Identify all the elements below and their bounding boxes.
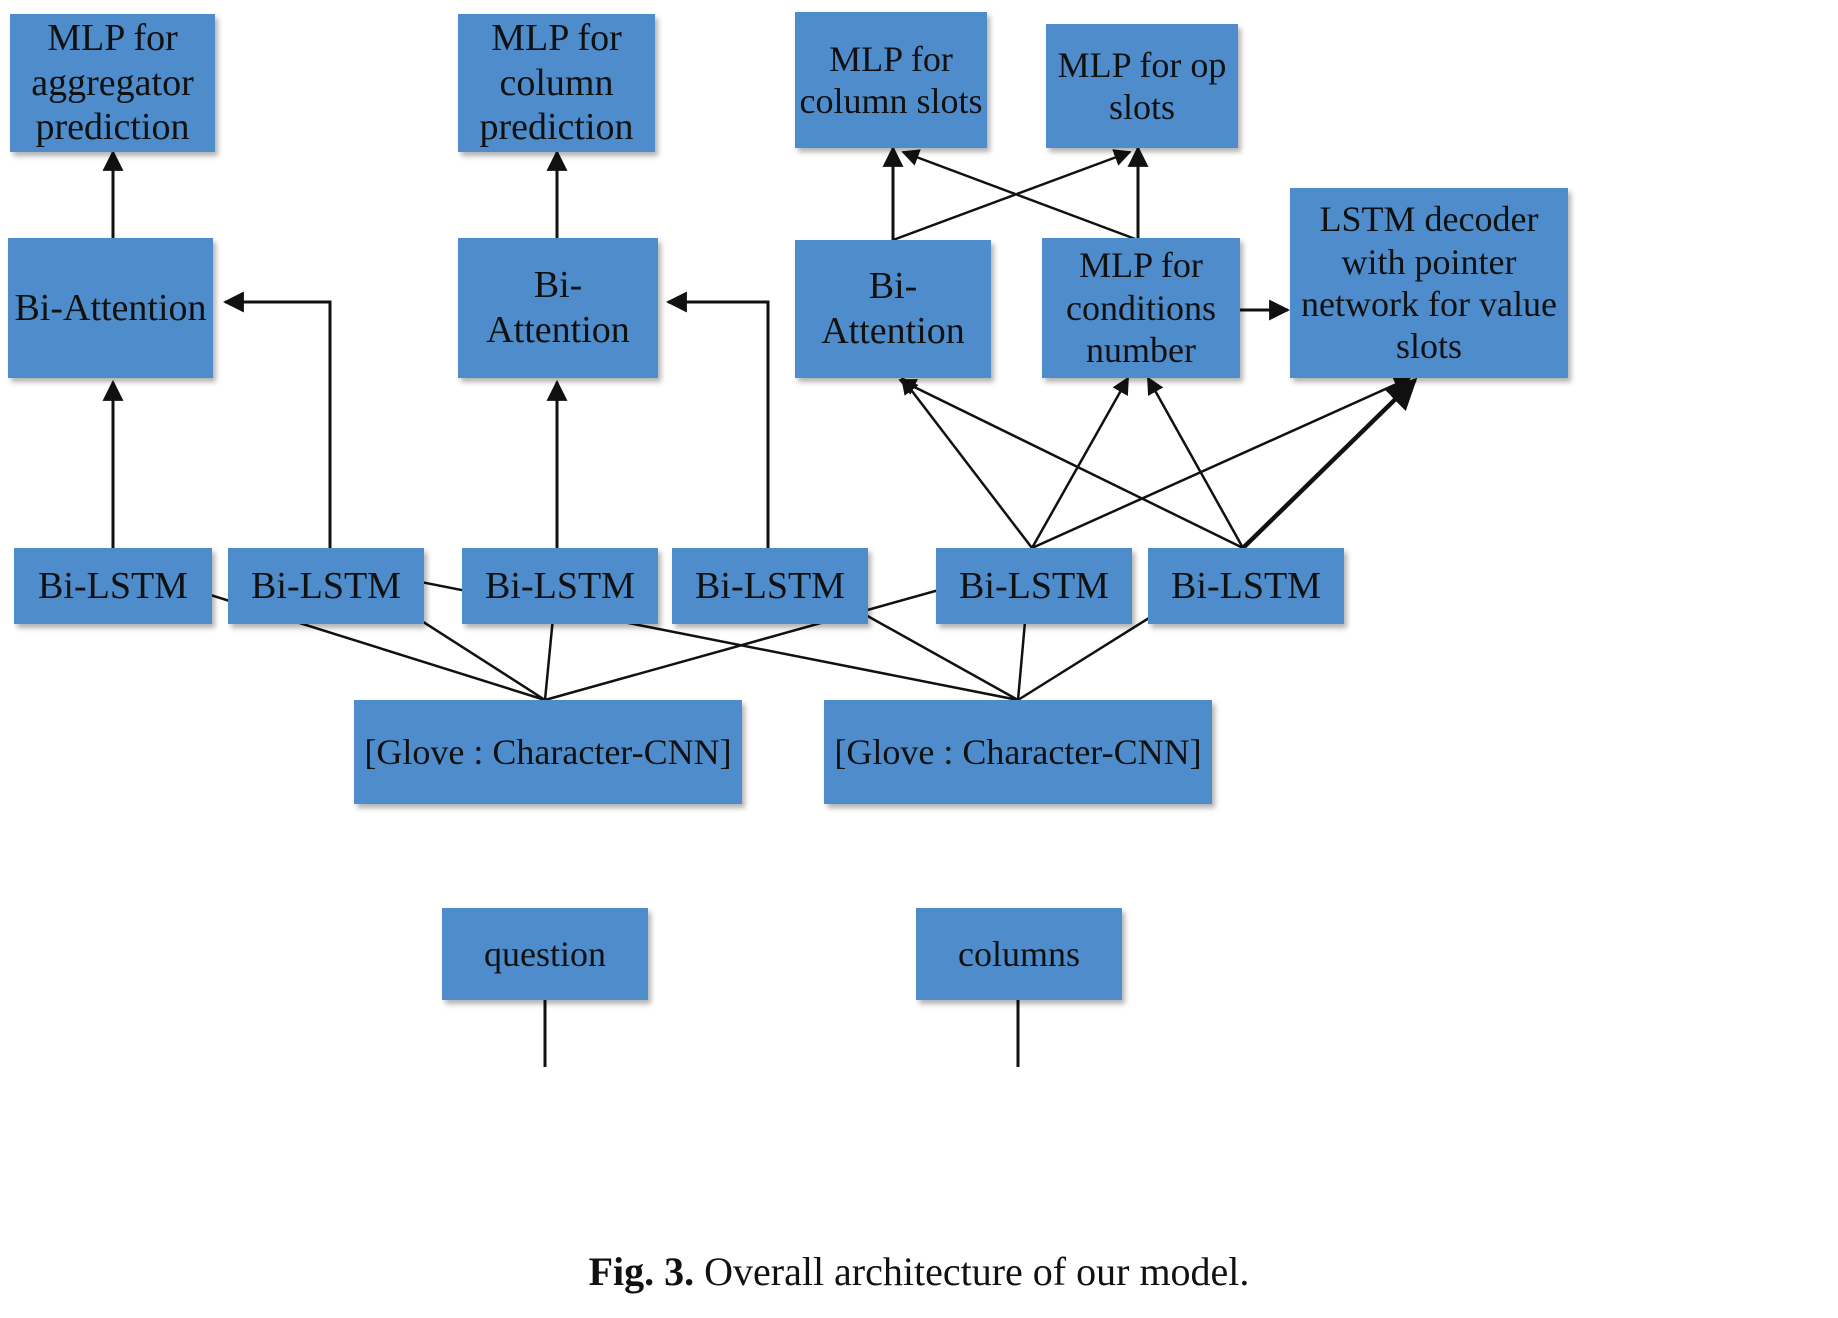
node-label: Bi-Attention — [486, 264, 630, 351]
node-label: MLP for column slots — [799, 38, 983, 121]
node-label: Bi-LSTM — [485, 564, 635, 607]
figure-caption-text: Overall architecture of our model. — [704, 1249, 1250, 1294]
figure-caption: Fig. 3. Overall architecture of our mode… — [0, 1248, 1838, 1295]
edge-bilstm5-to-biattention3 — [900, 376, 1033, 549]
node-bi-lstm-2[interactable]: Bi-LSTM — [228, 548, 424, 624]
node-embedding-left[interactable]: [Glove : Character-CNN] — [354, 700, 742, 804]
node-label: question — [484, 933, 606, 974]
node-bi-lstm-4[interactable]: Bi-LSTM — [672, 548, 868, 624]
node-label: [Glove : Character-CNN] — [364, 731, 732, 772]
edge-bilstm6-to-biattention3 — [898, 378, 1244, 550]
node-label: [Glove : Character-CNN] — [834, 731, 1202, 772]
node-label: MLP for conditions number — [1066, 245, 1216, 371]
edge-biattention3-to-mlp-op-slots — [892, 149, 1132, 242]
node-label: Bi-LSTM — [251, 564, 401, 607]
node-bi-lstm-5[interactable]: Bi-LSTM — [936, 548, 1132, 624]
node-bi-attention-1[interactable]: Bi-Attention — [8, 238, 213, 378]
node-lstm-decoder-pointer-network[interactable]: LSTM decoder with pointer network for va… — [1290, 188, 1568, 378]
node-label: Bi-Attention — [821, 265, 965, 352]
node-embedding-right[interactable]: [Glove : Character-CNN] — [824, 700, 1212, 804]
node-bi-lstm-3[interactable]: Bi-LSTM — [462, 548, 658, 624]
node-label: MLP for op slots — [1057, 44, 1227, 127]
edge-bilstm5-to-mlp-conditions — [1030, 376, 1130, 549]
node-mlp-column-prediction[interactable]: MLP for column prediction — [458, 14, 655, 152]
edge-bilstm6-to-mlp-conditions — [1146, 376, 1245, 549]
node-input-question[interactable]: question — [442, 908, 648, 1000]
node-bi-lstm-6[interactable]: Bi-LSTM — [1148, 548, 1344, 624]
node-mlp-aggregator-prediction[interactable]: MLP for aggregator prediction — [10, 14, 215, 152]
node-label: MLP for column prediction — [479, 16, 634, 149]
node-label: Bi-LSTM — [1171, 564, 1321, 607]
node-bi-lstm-1[interactable]: Bi-LSTM — [14, 548, 212, 624]
node-bi-attention-3[interactable]: Bi-Attention — [795, 240, 991, 378]
node-label: LSTM decoder with pointer network for va… — [1301, 199, 1557, 367]
figure-caption-label: Fig. 3. — [588, 1249, 695, 1294]
node-mlp-conditions-number[interactable]: MLP for conditions number — [1042, 238, 1240, 378]
edge-bilstm2-to-biattention1 — [222, 291, 332, 548]
node-label: Bi-Attention — [14, 286, 207, 329]
edge-bilstm4-to-biattention2 — [665, 291, 770, 548]
edge-bilstm5-to-lstm-decoder — [1031, 376, 1412, 550]
node-label: Bi-LSTM — [959, 564, 1109, 607]
edge-bilstm6-to-lstm-decoder — [1241, 377, 1418, 550]
node-label: Bi-LSTM — [38, 564, 188, 607]
edge-mlp-conditions-to-mlp-column-slots — [901, 149, 1139, 242]
node-bi-attention-2[interactable]: Bi-Attention — [458, 238, 658, 378]
node-input-columns[interactable]: columns — [916, 908, 1122, 1000]
edge-embedding-right-to-bilstm2 — [338, 560, 1019, 702]
node-label: MLP for aggregator prediction — [31, 16, 194, 149]
node-mlp-column-slots[interactable]: MLP for column slots — [795, 12, 987, 148]
node-label: columns — [958, 933, 1080, 974]
node-mlp-op-slots[interactable]: MLP for op slots — [1046, 24, 1238, 148]
node-label: Bi-LSTM — [695, 564, 845, 607]
